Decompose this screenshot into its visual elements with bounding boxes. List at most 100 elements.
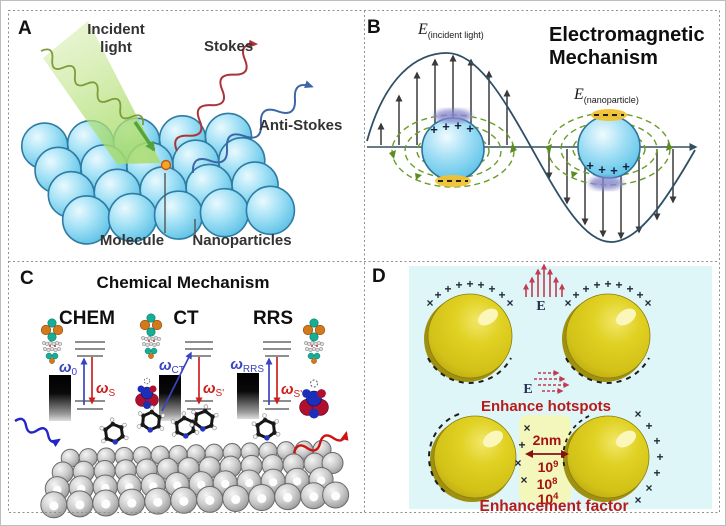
gold-nanoparticle-top-left	[424, 293, 513, 382]
charge-plus: +	[572, 288, 579, 302]
e-field-vertical-arrows	[523, 263, 565, 297]
enhancement-factor-value: 109	[538, 459, 559, 475]
hotspot-glow	[519, 415, 571, 503]
enhancement-factor-label: Enhancement factor	[479, 498, 628, 515]
stokes-label: Stokes	[204, 38, 253, 55]
incident-light-beam	[43, 21, 161, 164]
enhance-hotspots-label: Enhance hotspots	[481, 398, 611, 415]
omega-0-label: ω0	[59, 359, 78, 378]
panel-d-label: D	[372, 266, 386, 287]
charge-cross: ×	[564, 296, 571, 310]
charge-plus: +	[498, 288, 505, 302]
incident-light-wave	[40, 48, 144, 126]
charge-plus: +	[598, 162, 606, 177]
charge-plus: +	[455, 278, 462, 292]
metal-band	[159, 375, 181, 421]
anti-stokes-wave-arrow	[191, 80, 314, 174]
metal-atom-slab	[40, 439, 350, 519]
gap-charges: × + × ×	[514, 421, 530, 487]
charge-cross: ×	[426, 296, 433, 310]
metal-band	[237, 373, 259, 419]
ct-header: CT	[173, 308, 199, 329]
charge-plus: +	[518, 438, 525, 452]
charge-plus: +	[653, 466, 660, 480]
surface-charges-bottom-right: × + + + + × ×	[634, 407, 663, 507]
charge-plus: +	[656, 450, 663, 464]
charge-plus: +	[454, 118, 462, 133]
incoming-photon-arrow	[14, 417, 61, 447]
charge-plus: +	[622, 159, 630, 174]
charge-plus: +	[615, 278, 622, 292]
beam-tip-arrow	[133, 121, 156, 152]
anti-stokes-label: Anti-Stokes	[259, 117, 342, 134]
charge-plus: +	[442, 119, 450, 134]
gold-nanoparticle-bottom-left	[430, 415, 517, 502]
charge-cross: ×	[523, 421, 530, 435]
panel-b-electromagnetic-mechanism: + + + + + + + + E(incident light) E(nano…	[366, 17, 705, 243]
right-field-arrowheads	[545, 142, 673, 178]
panel-b-title-line2: Mechanism	[549, 47, 658, 69]
panel-c-title: Chemical Mechanism	[97, 273, 270, 292]
molecular-orbital-icon	[139, 313, 163, 360]
e-field-horizontal-arrows	[534, 370, 570, 394]
molecule-dot	[160, 159, 172, 171]
charge-cross: ×	[645, 481, 652, 495]
e-incident-label: E(incident light)	[417, 21, 484, 40]
e-subscript: (incident light)	[428, 30, 484, 40]
charge-plus: +	[586, 158, 594, 173]
panel-a-raman-scattering: A Incident light Stokes Anti-Stokes Mole…	[18, 18, 342, 249]
panel-a-label: A	[18, 18, 32, 39]
gap-distance-label: 2nm	[533, 432, 562, 448]
charge-plus: +	[466, 277, 473, 291]
charge-cross: ×	[506, 296, 513, 310]
charge-plus: +	[434, 288, 441, 302]
slab-row-front-holes	[49, 491, 341, 511]
e-nanoparticle-label: E(nanoparticle)	[573, 86, 639, 105]
surface-charges-top-left: × + + + + + + + ×	[426, 277, 513, 310]
charge-plus: +	[636, 288, 643, 302]
charge-cross: ×	[520, 473, 527, 487]
omega-ct-label: ωCT	[159, 357, 185, 376]
panel-borders	[8, 10, 720, 513]
molecular-orbital-icon	[40, 318, 64, 365]
rrs-header: RRS	[253, 308, 293, 329]
e-subscript: (nanoparticle)	[584, 95, 639, 105]
energy-levels	[75, 341, 105, 410]
em-sine-wave	[366, 52, 696, 243]
charge-cross: ×	[634, 493, 641, 507]
e-symbol: E	[573, 86, 584, 103]
induced-dipole-dashed-arcs	[427, 357, 650, 493]
resonant-molecule-icon	[299, 379, 329, 420]
enhancement-factor-value: 104	[538, 491, 560, 507]
charge-plus: +	[626, 282, 633, 296]
stokes-wave-arrow	[174, 39, 259, 152]
charge-cross: ×	[514, 456, 521, 470]
charge-plus: +	[604, 277, 611, 291]
nanoparticles-label: Nanoparticles	[192, 232, 291, 249]
e-field-horizontal-label: E	[523, 382, 532, 397]
left-field-arrowheads	[389, 144, 517, 180]
chem-header: CHEM	[59, 308, 115, 329]
incident-light-label-line1: Incident	[87, 21, 145, 38]
molecular-orbital-icon	[302, 318, 326, 365]
charge-plus: +	[645, 419, 652, 433]
ct-diagram: ωCT ωS'	[135, 313, 224, 421]
omega-s-label: ωS	[96, 380, 116, 399]
panel-d-hotspots: × + + + + + + + × × + + + + + + + × × + …	[372, 263, 712, 515]
rrs-diagram: ωRRS ωS'	[230, 318, 329, 420]
panel-c-chemical-mechanism: C Chemical Mechanism CHEM CT RRS ω0 ωS ω…	[14, 268, 350, 519]
panel-b-title-line1: Electromagnetic	[549, 24, 705, 46]
omega-s-prime-label: ωS'	[281, 381, 302, 400]
panel-c-label: C	[20, 268, 34, 289]
charge-plus: +	[593, 278, 600, 292]
gold-nanoparticle-top-right	[562, 293, 651, 382]
outgoing-photon-arrow	[292, 430, 349, 454]
nanoparticle-lattice	[20, 112, 296, 245]
charge-plus: +	[477, 278, 484, 292]
right-electron-cloud	[589, 176, 623, 190]
charge-plus: +	[488, 282, 495, 296]
charge-transfer-molecule-icon	[135, 377, 159, 410]
omega-s-prime-label: ωS'	[203, 380, 224, 399]
charge-cross: ×	[644, 296, 651, 310]
